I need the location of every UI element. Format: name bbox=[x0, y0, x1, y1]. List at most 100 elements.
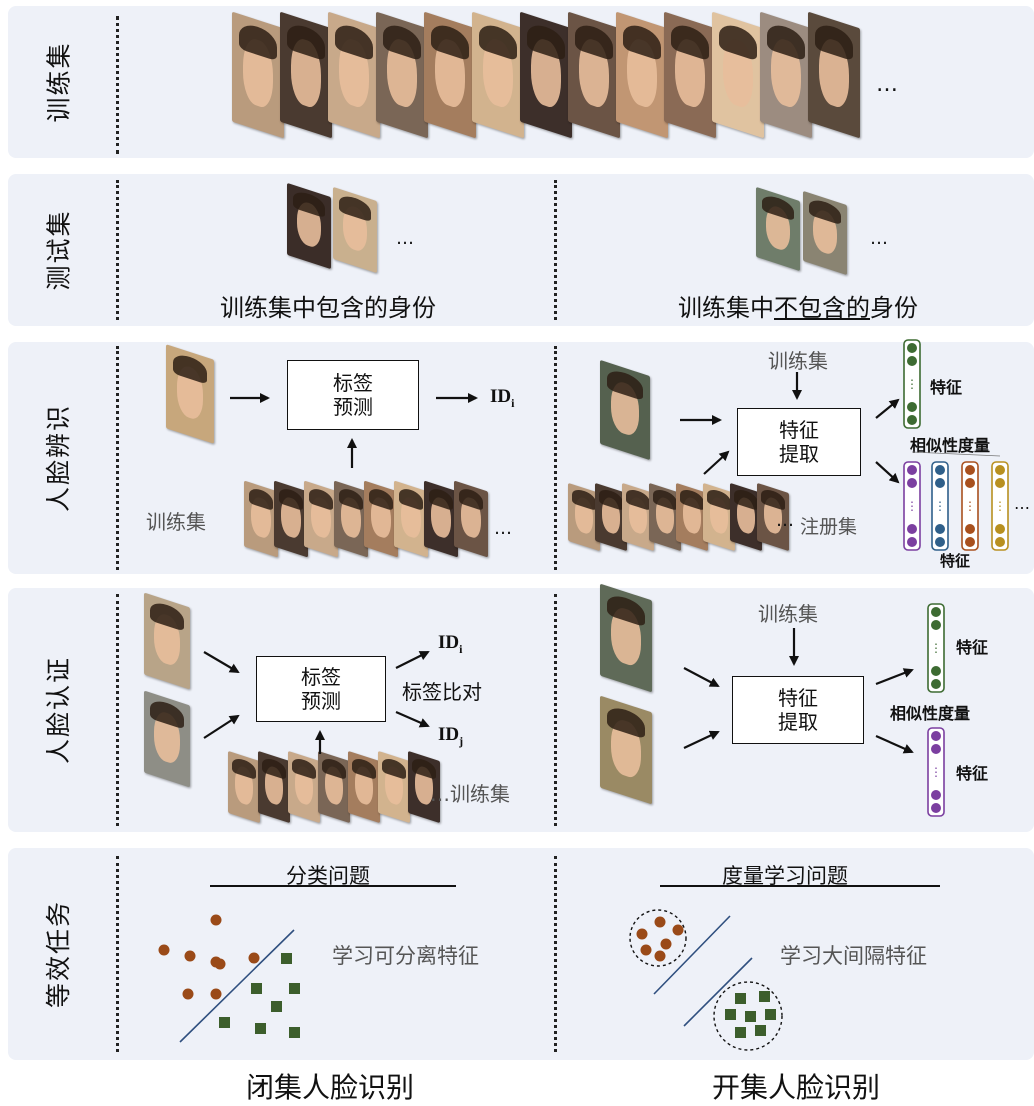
separator-equivalent bbox=[116, 856, 119, 1052]
verif-train-face bbox=[288, 750, 320, 824]
train-set-face bbox=[568, 11, 620, 139]
ident-feature-label: 特征 bbox=[930, 378, 963, 397]
test-open-caption-pre: 训练集中 bbox=[678, 294, 774, 322]
ident-label-predict-line2: 预测 bbox=[333, 395, 373, 419]
ident-gallery-ellipsis: … bbox=[776, 510, 794, 531]
footer-open: 开集人脸识别 bbox=[712, 1071, 881, 1104]
train-ellipsis: … bbox=[876, 72, 898, 97]
test-face-closed-2 bbox=[333, 186, 377, 274]
verif-open-train-label: 训练集 bbox=[758, 602, 818, 626]
verif-label-predict-box: 标签 预测 bbox=[256, 656, 386, 722]
ident-query-face bbox=[166, 344, 214, 444]
ident-train-face bbox=[394, 480, 428, 558]
test-closed-ellipsis: … bbox=[396, 228, 414, 249]
separator-train bbox=[116, 16, 119, 154]
verif-face-2 bbox=[144, 690, 190, 788]
train-set-face bbox=[328, 11, 380, 139]
train-set-face bbox=[712, 11, 764, 139]
ident-train-face bbox=[304, 480, 338, 558]
separator-test bbox=[116, 180, 119, 320]
equiv-closed-text: 学习可分离特征 bbox=[332, 944, 479, 968]
test-closed-caption: 训练集中包含的身份 bbox=[220, 294, 436, 322]
ident-label-predict-box: 标签 预测 bbox=[287, 360, 419, 430]
equiv-closed-title: 分类问题 bbox=[286, 864, 370, 888]
ident-train-face bbox=[274, 480, 308, 558]
train-set-face bbox=[664, 11, 716, 139]
verif-train-face bbox=[258, 750, 290, 824]
train-set-face bbox=[616, 11, 668, 139]
identification-panel bbox=[8, 342, 1034, 574]
verif-similarity-label: 相似性度量 bbox=[890, 704, 971, 723]
train-set-face bbox=[376, 11, 428, 139]
ident-train-face bbox=[364, 480, 398, 558]
equivalent-panel bbox=[8, 848, 1034, 1060]
train-set-face bbox=[472, 11, 524, 139]
verif-feature-label-bottom: 特征 bbox=[956, 764, 989, 783]
ident-open-train-label: 训练集 bbox=[768, 349, 828, 373]
ident-closed-ellipsis: … bbox=[494, 518, 512, 539]
ident-id-text: ID bbox=[490, 386, 512, 407]
equiv-open-text: 学习大间隔特征 bbox=[780, 944, 927, 968]
verif-id-j-sub: j bbox=[459, 733, 464, 748]
test-face-closed-1 bbox=[287, 182, 331, 270]
train-set-face bbox=[808, 11, 860, 139]
test-panel bbox=[8, 174, 1034, 326]
verif-open-face-1 bbox=[600, 583, 652, 693]
verif-open-face-2 bbox=[600, 695, 652, 805]
verif-label-predict-line1: 标签 bbox=[301, 665, 341, 689]
ident-open-query-face bbox=[600, 359, 650, 461]
verif-id-j-text: ID bbox=[438, 724, 460, 745]
verif-train-face bbox=[348, 750, 380, 824]
ident-closed-train-label: 训练集 bbox=[146, 510, 206, 534]
ident-label-predict-line1: 标签 bbox=[333, 371, 373, 395]
verif-id-i-sub: i bbox=[459, 641, 463, 656]
separator-identification-mid bbox=[554, 346, 557, 570]
test-face-open-1 bbox=[756, 186, 800, 272]
verif-train-face bbox=[378, 750, 410, 824]
equiv-open-title: 度量学习问题 bbox=[722, 864, 848, 888]
row-label-identification: 人脸辨识 bbox=[44, 403, 74, 513]
verif-train-face bbox=[228, 750, 260, 824]
train-set-face bbox=[760, 11, 812, 139]
verif-train-face bbox=[318, 750, 350, 824]
train-set-face bbox=[232, 11, 284, 139]
ident-train-face bbox=[424, 480, 458, 558]
row-label-equivalent: 等效任务 bbox=[44, 899, 74, 1009]
test-open-caption: 训练集中不包含的身份 bbox=[678, 288, 918, 323]
verif-feature-extract-line1: 特征 bbox=[778, 686, 818, 710]
separator-identification bbox=[116, 346, 119, 570]
separator-equivalent-mid bbox=[554, 856, 557, 1052]
train-set-face bbox=[520, 11, 572, 139]
verif-compare-label: 标签比对 bbox=[402, 680, 482, 704]
ident-similarity-label: 相似性度量 bbox=[910, 436, 991, 455]
verif-id-i-text: ID bbox=[438, 632, 460, 653]
ident-feature-extract-box: 特征 提取 bbox=[737, 408, 861, 476]
ident-features-label: 特征 bbox=[940, 552, 971, 570]
verif-feature-label-top: 特征 bbox=[956, 638, 989, 657]
verif-feature-extract-box: 特征 提取 bbox=[732, 676, 864, 744]
ident-train-face bbox=[454, 480, 488, 558]
row-label-train: 训练集 bbox=[44, 41, 74, 123]
ident-feature-extract-line2: 提取 bbox=[779, 442, 819, 466]
verif-feature-extract-line2: 提取 bbox=[778, 710, 818, 734]
verif-id-i: IDi bbox=[438, 632, 462, 657]
test-open-caption-post: 身份 bbox=[870, 294, 918, 322]
verif-closed-train-ellipsis: … bbox=[430, 782, 450, 806]
test-open-caption-underlined: 不包含的 bbox=[774, 294, 870, 322]
ident-id-sub: i bbox=[511, 395, 515, 410]
separator-test-mid bbox=[554, 180, 557, 320]
verif-id-j: IDj bbox=[438, 724, 463, 749]
test-face-open-2 bbox=[803, 190, 847, 276]
ident-features-ellipsis: … bbox=[1014, 494, 1030, 513]
verif-label-predict-line2: 预测 bbox=[301, 689, 341, 713]
verif-closed-train-label: …训练集 bbox=[430, 778, 510, 807]
row-label-verification: 人脸认证 bbox=[44, 655, 74, 765]
row-label-test: 测试集 bbox=[44, 209, 74, 291]
train-set-face bbox=[424, 11, 476, 139]
ident-train-face bbox=[244, 480, 278, 558]
footer-closed: 闭集人脸识别 bbox=[246, 1071, 415, 1104]
ident-gallery-label: 注册集 bbox=[800, 516, 858, 538]
train-set-face bbox=[280, 11, 332, 139]
ident-train-face bbox=[334, 480, 368, 558]
separator-verification bbox=[116, 594, 119, 826]
